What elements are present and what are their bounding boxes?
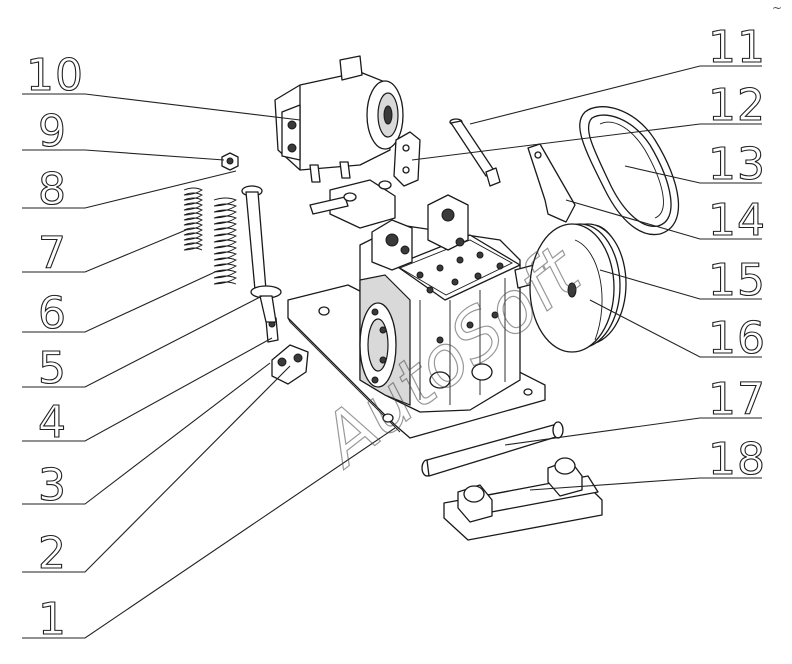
part-spring-6 — [213, 197, 238, 285]
callout-17: 17 — [708, 374, 766, 425]
callout-13: 13 — [708, 139, 766, 190]
callout-1: 1 — [38, 594, 67, 645]
part-tension-rod-5 — [241, 185, 282, 323]
part-pin-17 — [421, 421, 564, 477]
callout-4: 4 — [38, 397, 67, 448]
part-hinge-base-18 — [443, 457, 603, 541]
part-bracket-12 — [393, 131, 421, 187]
part-spring-7 — [183, 187, 203, 251]
callout-14: 14 — [708, 195, 766, 246]
part-drive-belt-13 — [579, 106, 680, 236]
callout-6: 6 — [38, 288, 67, 339]
corner-mark: ~ — [772, 1, 782, 15]
callout-18: 18 — [708, 434, 766, 485]
leader-lines — [22, 65, 762, 639]
part-nut-9 — [221, 152, 239, 171]
part-bolt-11 — [449, 118, 501, 187]
callout-7: 7 — [38, 228, 67, 279]
callout-numbers: 1 2 3 4 5 6 7 8 9 10 11 12 13 14 15 16 1… — [25, 21, 766, 645]
part-adjust-bracket-14 — [527, 143, 576, 223]
callout-11: 11 — [708, 22, 766, 73]
callout-16: 16 — [708, 313, 766, 364]
part-pulley-15 — [529, 223, 627, 353]
part-alternator-bracket — [309, 179, 396, 229]
callout-2: 2 — [38, 528, 67, 579]
part-alternator-10 — [274, 55, 404, 183]
callout-9: 9 — [38, 106, 67, 157]
callout-12: 12 — [708, 80, 766, 131]
part-bracket-2 — [271, 344, 309, 385]
part-compressor-body — [359, 194, 549, 413]
callout-8: 8 — [38, 164, 67, 215]
callout-5: 5 — [38, 343, 67, 394]
callout-10: 10 — [26, 50, 84, 101]
callout-3: 3 — [38, 460, 67, 511]
callout-15: 15 — [708, 255, 766, 306]
